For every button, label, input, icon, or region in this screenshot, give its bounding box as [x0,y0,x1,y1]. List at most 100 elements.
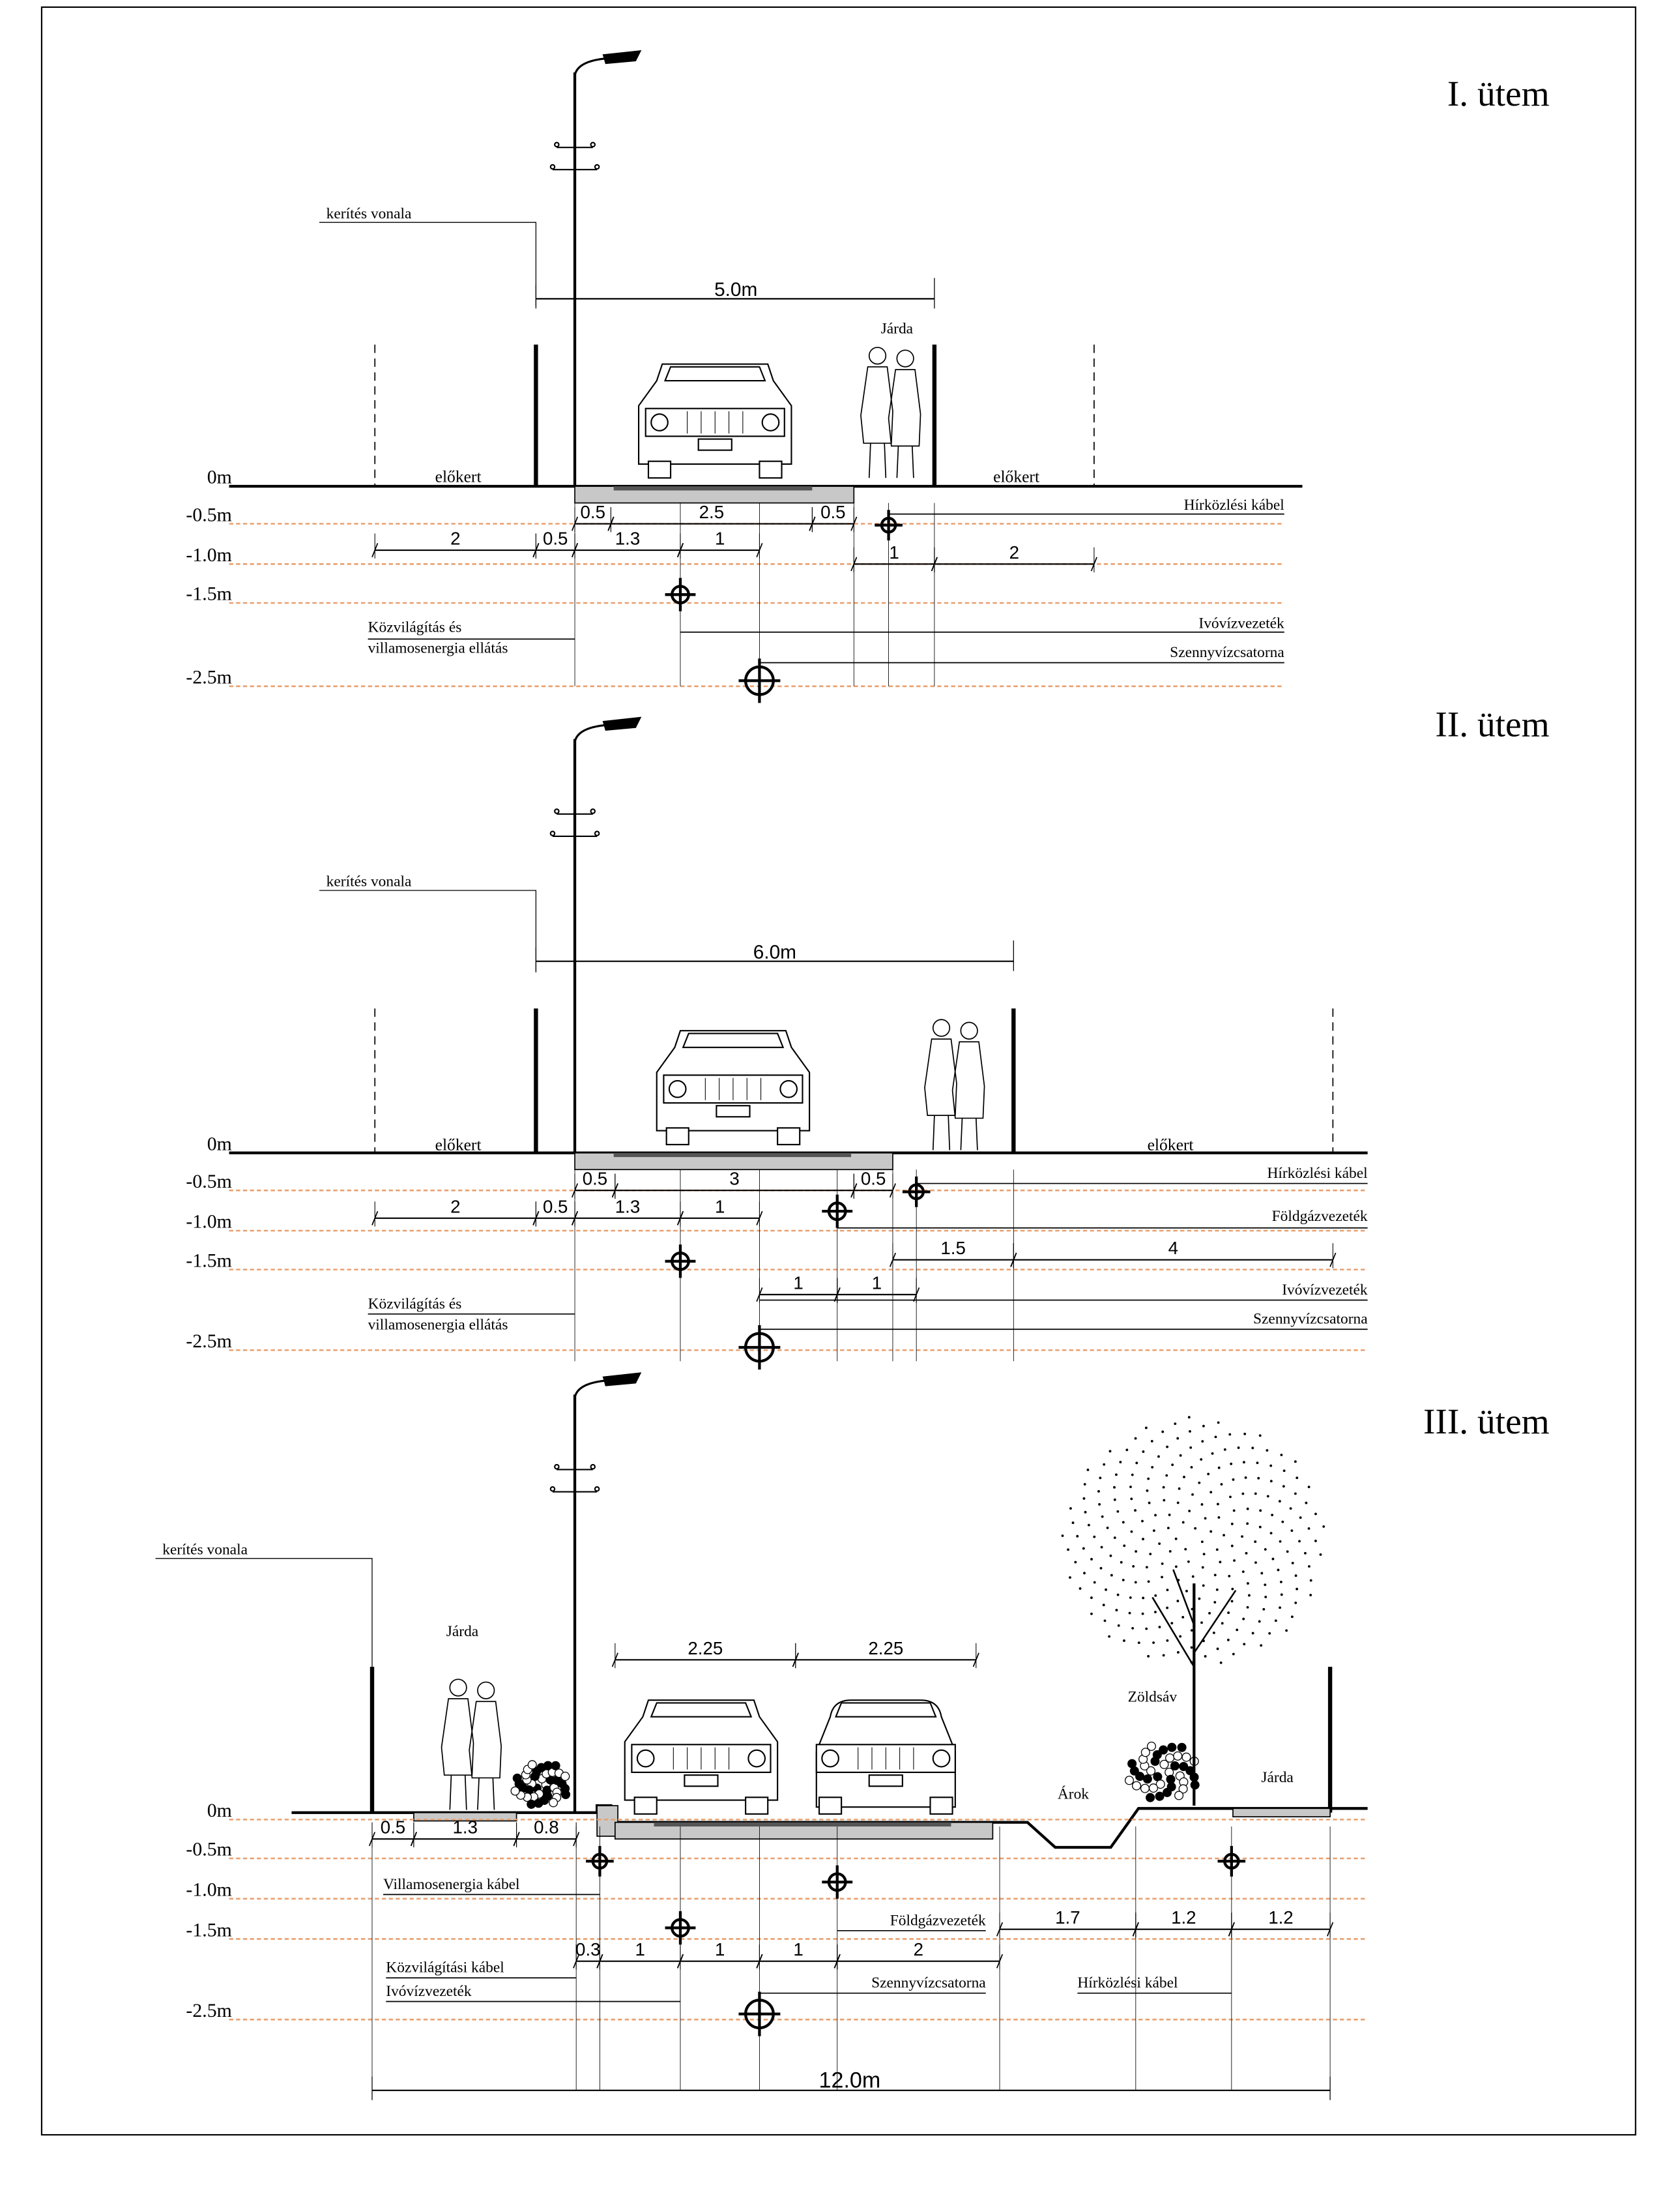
asphalt-layer [613,1152,852,1158]
tree-canopy-dot [1177,1579,1180,1581]
tree-canopy-dot [1230,1600,1234,1603]
tree-canopy-dot [1071,1521,1075,1525]
depth-label: 0m [207,467,232,488]
car-headlight [668,1079,687,1098]
dimension-value: 1.3 [615,528,641,548]
tree-canopy-dot [1279,1540,1282,1543]
power-cable-label: Villamosenergia kábel [383,1876,520,1893]
tree-canopy-dot [1232,1509,1236,1512]
bush-leaf [1173,1751,1183,1761]
street-lighting-label: Közvilágítás és [368,1295,462,1312]
tree-canopy-dot [1264,1595,1267,1598]
tree-canopy-dot [1215,1588,1219,1591]
tree-canopy-dot [1233,1559,1236,1562]
person-head [932,1019,951,1037]
tree-canopy-dot [1158,1626,1161,1628]
bush-leaf [1146,1741,1156,1751]
tree-canopy-dot [1113,1498,1116,1501]
tree-canopy-dot [1176,1501,1180,1504]
bush-leaf [1155,1780,1165,1789]
person-body [469,1701,502,1779]
tree-canopy-dot [1289,1507,1292,1510]
tree-canopy-dot [1145,1627,1148,1630]
tree-canopy-dot [1099,1476,1102,1480]
tree-canopy-dot [1266,1449,1269,1452]
tree-canopy-dot [1148,1501,1151,1504]
total-width-label: 12.0m [819,2068,881,2093]
bush-leaf [551,1761,560,1770]
dimension-value: 0.5 [583,1169,608,1189]
depth-label: -1.5m [186,1919,231,1941]
tree-canopy-dot [1113,1486,1116,1489]
tree-canopy-dot [1274,1619,1277,1622]
tree-canopy-dot [1106,1527,1109,1529]
depth-label: -1.5m [186,1250,231,1271]
depth-label: -1.5m [186,583,231,605]
tree-branch [1172,1569,1195,1626]
tree-canopy-dot [1213,1601,1217,1604]
tree-canopy-dot [1223,1534,1225,1537]
tree-canopy-dot [1207,1473,1210,1476]
car-headlight [932,1749,951,1768]
insulator-icon [554,1463,560,1470]
dimension-value: 0.5 [861,1169,886,1189]
front-yard-label: előkert [1148,1135,1194,1154]
dimension-value: 1.5 [940,1238,965,1258]
tree-canopy-dot [1204,1517,1207,1520]
tree-canopy-dot [1144,1426,1148,1430]
car-windshield [650,1702,753,1718]
water-main-label: Ivóvízvezeték [1198,615,1284,632]
tree-canopy-dot [1314,1512,1317,1516]
tree-canopy-dot [1134,1437,1137,1440]
tree-canopy-dot [1116,1593,1120,1596]
dimension-value: 0.5 [543,528,568,548]
tree-canopy-dot [1061,1534,1064,1537]
tree-canopy-dot [1294,1601,1297,1604]
dimension-value: 1 [715,1939,725,1959]
pedestrians-icon [441,1679,502,1810]
tree-canopy-dot [1146,1489,1149,1492]
tree-canopy-dot [1168,1550,1172,1553]
tree-canopy-dot [1154,1514,1157,1517]
person-legs [960,1118,978,1151]
tree-canopy-dot [1227,1611,1230,1615]
lamp-arm [573,1379,606,1398]
tree-canopy-dot [1277,1568,1280,1572]
tree-canopy-dot [1154,1611,1157,1613]
tree-canopy-dot [1254,1492,1257,1495]
dimension-value: 4 [1168,1238,1178,1258]
tree-canopy-dot [1241,1535,1243,1538]
tree-canopy-dot [1279,1606,1281,1609]
car-headlight [779,1079,798,1098]
car-headlight [821,1749,839,1768]
tree-canopy-dot [1209,1491,1213,1494]
tree-canopy-dot [1264,1547,1267,1551]
tree-canopy-dot [1166,1527,1170,1530]
tree-canopy-dot [1161,1576,1163,1579]
tree-canopy-dot [1174,1565,1178,1568]
section-title: II. ütem [1435,705,1549,744]
car-windshield [835,1702,937,1718]
person-head [477,1681,495,1699]
tree-canopy-dot [1090,1612,1093,1615]
tree-canopy-dot [1187,1416,1191,1419]
dimension-value: 1 [715,528,725,548]
insulator-icon [590,1463,596,1470]
tree-canopy-dot [1230,1544,1234,1547]
fence-line-leader [155,1558,373,1667]
dimension-value: 2.25 [868,1638,903,1658]
tree-canopy-dot [1185,1589,1188,1592]
bush-leaf [1146,1793,1155,1802]
tree-canopy-dot [1243,1461,1245,1464]
tree-canopy-dot [1129,1596,1132,1599]
insulator-icon [594,164,600,170]
total-width-label: 5.0m [714,279,757,301]
sidewalk-label: Járda [446,1623,479,1640]
tree-canopy-dot [1202,1424,1205,1428]
bush-leaf [1135,1772,1145,1782]
tree-canopy-dot [1209,1530,1213,1533]
insulator-icon [590,141,596,148]
tree-canopy-dot [1113,1536,1116,1539]
water-main-label: Ivóvízvezeték [1282,1282,1368,1298]
car-front-view-icon [656,1030,811,1145]
